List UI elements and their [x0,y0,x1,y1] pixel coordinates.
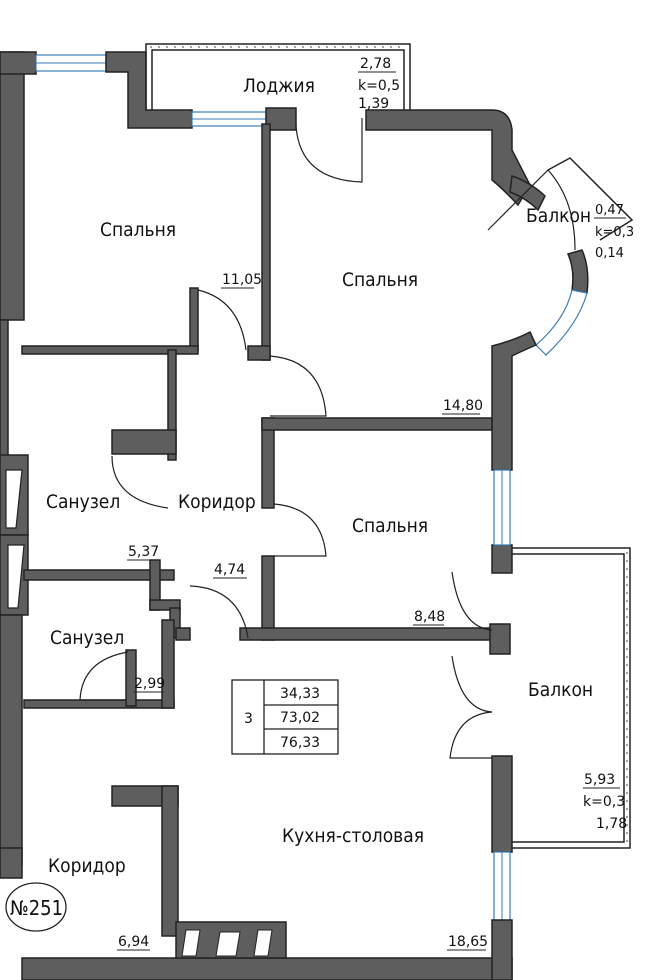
total-with-balconies: 76,33 [280,735,320,751]
bathroom-1-area: 5,37 [128,544,159,560]
balcony-small-door [487,169,576,251]
balcony-small-area: 0,47 [595,203,624,218]
living-area: 34,33 [280,686,320,702]
summary-table: 3 34,33 73,02 76,33 [231,679,339,755]
door-bedroom-3 [273,503,327,557]
total-area: 73,02 [280,710,320,726]
door-bedroom-1 [197,289,247,351]
bedroom-top-left-label: Спальня [100,219,176,241]
left-exterior-wall [0,51,29,879]
door-corridor [189,585,249,639]
bathroom-2-label: Санузел [50,627,124,649]
kitchen-label: Кухня-столовая [282,825,424,847]
loggia-label: Лоджия [243,75,315,97]
bedroom-top-right-label: Спальня [342,269,418,291]
apartment-number-badge: №251 [5,882,67,932]
bedroom-top-right-area: 14,80 [443,398,483,414]
room-labels: Лоджия 2,78 k=0,5 1,39 Спальня 11,05 Спа… [46,56,634,951]
bathroom-2-area: 2,99 [134,676,165,692]
loggia-k: k=0,5 [358,78,400,94]
rooms-count: 3 [244,711,253,727]
loggia-door [295,118,363,183]
bedroom-top-left-area: 11,05 [222,272,262,288]
balcony-small-reduced: 0,14 [595,246,624,261]
kitchen-area: 18,65 [448,934,488,950]
loggia-reduced: 1,39 [358,96,389,112]
loggia-area: 2,78 [360,56,391,72]
corridor-1-label: Коридор [178,491,256,513]
loggia-outline [145,43,411,183]
door-bathroom-1 [111,455,169,509]
balcony-large-reduced: 1,78 [596,816,627,832]
curved-window [535,289,588,356]
bottom-wall [21,919,513,980]
doors [79,289,493,759]
door-balcony-b [449,655,493,759]
interior-walls [21,123,513,937]
corridor-2-label: Коридор [48,855,126,877]
apartment-number: №251 [10,896,63,920]
balcony-small-k: k=0,3 [595,225,634,240]
balcony-large-k: k=0,3 [583,794,625,810]
door-bathroom-2 [79,651,129,701]
balcony-large-outline [512,547,631,849]
bedroom-mid-label: Спальня [352,515,428,537]
balcony-large-area: 5,93 [584,772,615,788]
bathroom-1-label: Санузел [46,491,120,513]
door-balcony-a [451,571,493,631]
top-wall [0,51,531,207]
corridor-1-area: 4,74 [214,562,245,578]
door-bedroom-2 [269,355,327,417]
right-curved-wall [487,157,634,471]
bedroom-mid-area: 8,48 [414,609,445,625]
balcony-small-label: Балкон [526,205,591,227]
corridor-2-area: 6,94 [118,934,149,950]
balcony-large-label: Балкон [528,679,593,701]
